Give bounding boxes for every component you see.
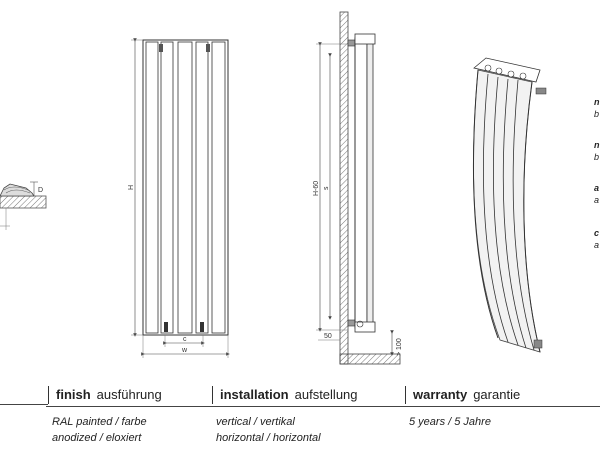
dim-label-100: > 100	[396, 338, 403, 356]
spec-divider	[405, 386, 406, 404]
spec-warranty-title: warranty	[413, 387, 468, 402]
spec-installation-heading: installation aufstellung	[220, 387, 358, 402]
spec-divider	[212, 386, 213, 404]
dim-label-h60: H-60	[313, 181, 320, 196]
side-view: H-60 s 50 > 100	[313, 11, 403, 365]
spec-installation-line-1: vertical / vertikal	[216, 416, 295, 428]
spec-warranty-heading: warranty garantie	[413, 387, 520, 402]
side-note-b: a	[594, 240, 599, 250]
side-notes: n b n b a a c a	[594, 97, 600, 250]
top-section-view: D	[0, 181, 47, 230]
perspective-view	[472, 57, 547, 353]
spec-installation-title-de: aufstellung	[294, 387, 358, 402]
side-note-b: b	[594, 152, 599, 162]
radiator-technical-drawing: D H c w	[0, 11, 600, 365]
side-note-b: b	[594, 109, 599, 119]
side-note-b: a	[594, 195, 599, 205]
spec-finish-title: finish	[56, 387, 91, 402]
front-view: H c w	[128, 38, 230, 358]
spec-installation-title: installation	[220, 387, 289, 402]
dim-label-w: w	[181, 347, 188, 354]
dim-label-c: c	[183, 336, 187, 343]
side-note-a: c	[594, 228, 599, 238]
side-note-a: a	[594, 183, 599, 193]
dim-label-50: 50	[324, 333, 332, 340]
side-note-a: n	[594, 140, 600, 150]
spec-finish-line-1: RAL painted / farbe	[52, 416, 147, 428]
spec-installation: installation aufstellung vertical / verti…	[210, 386, 404, 462]
spec-rule	[210, 406, 404, 407]
spec-rule-left	[0, 404, 48, 405]
spec-finish-heading: finish ausführung	[56, 387, 162, 402]
spec-finish: finish ausführung RAL painted / farbe ano…	[46, 386, 210, 462]
spec-warranty: warranty garantie 5 years / 5 Jahre	[403, 386, 600, 462]
spec-rule	[403, 406, 600, 407]
dim-label-D: D	[38, 187, 43, 194]
dim-label-s: s	[323, 186, 330, 190]
spec-warranty-line-1: 5 years / 5 Jahre	[409, 416, 491, 428]
spec-divider	[48, 386, 49, 404]
spec-rule	[46, 406, 210, 407]
side-note-a: n	[594, 97, 600, 107]
spec-installation-line-2: horizontal / horizontal	[216, 432, 321, 444]
spec-finish-title-de: ausführung	[96, 387, 162, 402]
dim-label-H: H	[128, 185, 135, 190]
spec-warranty-title-de: garantie	[473, 387, 521, 402]
spec-finish-line-2: anodized / eloxiert	[52, 432, 142, 444]
